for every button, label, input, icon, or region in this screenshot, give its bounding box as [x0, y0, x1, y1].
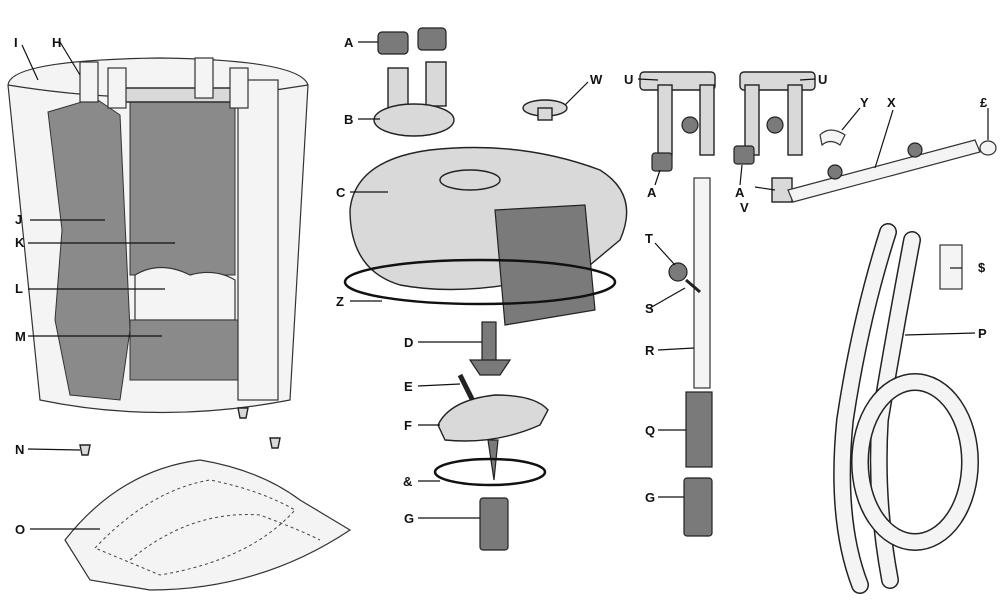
inlet-outlet-caps-a: [377, 27, 447, 55]
label-u-right: U: [818, 72, 827, 87]
label-x: X: [887, 95, 896, 110]
valve-block-u-right: [739, 71, 816, 156]
label-c: C: [336, 185, 346, 200]
label-o: O: [15, 522, 25, 537]
label-s: S: [645, 301, 654, 316]
end-cap-pound: [979, 140, 997, 156]
label-t: T: [645, 231, 653, 246]
valve-head-b: [373, 61, 455, 137]
label-j: J: [15, 212, 22, 227]
label-z: Z: [336, 294, 344, 309]
label-k: K: [15, 235, 25, 250]
leader-lines: [21, 41, 989, 530]
label-g-center: G: [404, 511, 414, 526]
clip-y: [819, 129, 846, 147]
priming-button-w: [522, 99, 568, 121]
intake-tube-r: [693, 177, 711, 389]
label-h: H: [52, 35, 61, 50]
intake-extension-q: [685, 391, 713, 468]
strainer-g-right: [683, 477, 713, 537]
label-b: B: [344, 112, 353, 127]
impeller-d: [468, 321, 512, 376]
nut-a-left: [651, 152, 673, 172]
label-pound: £: [980, 95, 988, 110]
label-dollar: $: [978, 260, 986, 275]
canister-baskets: [79, 57, 279, 401]
label-a-left: A: [647, 185, 657, 200]
label-q: Q: [645, 423, 655, 438]
label-e: E: [404, 379, 413, 394]
canister-foam-bottom: [129, 319, 241, 381]
spray-bar-x: [787, 139, 981, 203]
label-d: D: [404, 335, 413, 350]
nut-a-right: [733, 145, 755, 165]
label-amp: &: [403, 474, 412, 489]
seal-ring-amp: [433, 457, 547, 487]
ceramic-media-bags: [64, 459, 352, 591]
label-i: I: [14, 35, 18, 50]
label-m: M: [15, 329, 26, 344]
label-g-right: G: [645, 490, 655, 505]
canister-media-bags: [134, 266, 236, 321]
canister-foam-center: [124, 87, 241, 276]
label-u-left: U: [624, 72, 633, 87]
o-ring-z: [343, 258, 617, 306]
part-labels: I H J K L M N O A B C Z D E F & G W U U …: [14, 35, 988, 537]
label-p: P: [978, 326, 987, 341]
label-l: L: [15, 281, 23, 296]
suction-cup-t: [668, 262, 701, 294]
label-f: F: [404, 418, 412, 433]
label-v: V: [740, 200, 749, 215]
strainer-g-center: [479, 497, 509, 551]
label-r: R: [645, 343, 655, 358]
label-n: N: [15, 442, 24, 457]
pump-head-c: [349, 146, 628, 326]
connector-dollar: [939, 244, 963, 290]
valve-block-u-left: [639, 71, 716, 156]
label-y: Y: [860, 95, 869, 110]
hose-p: [833, 223, 979, 594]
canister-feet: [79, 407, 281, 456]
label-a-center: A: [344, 35, 354, 50]
label-w: W: [590, 72, 603, 87]
label-a-right: A: [735, 185, 745, 200]
canister-foam-left: [47, 97, 131, 401]
impeller-cover-f: [437, 394, 549, 481]
